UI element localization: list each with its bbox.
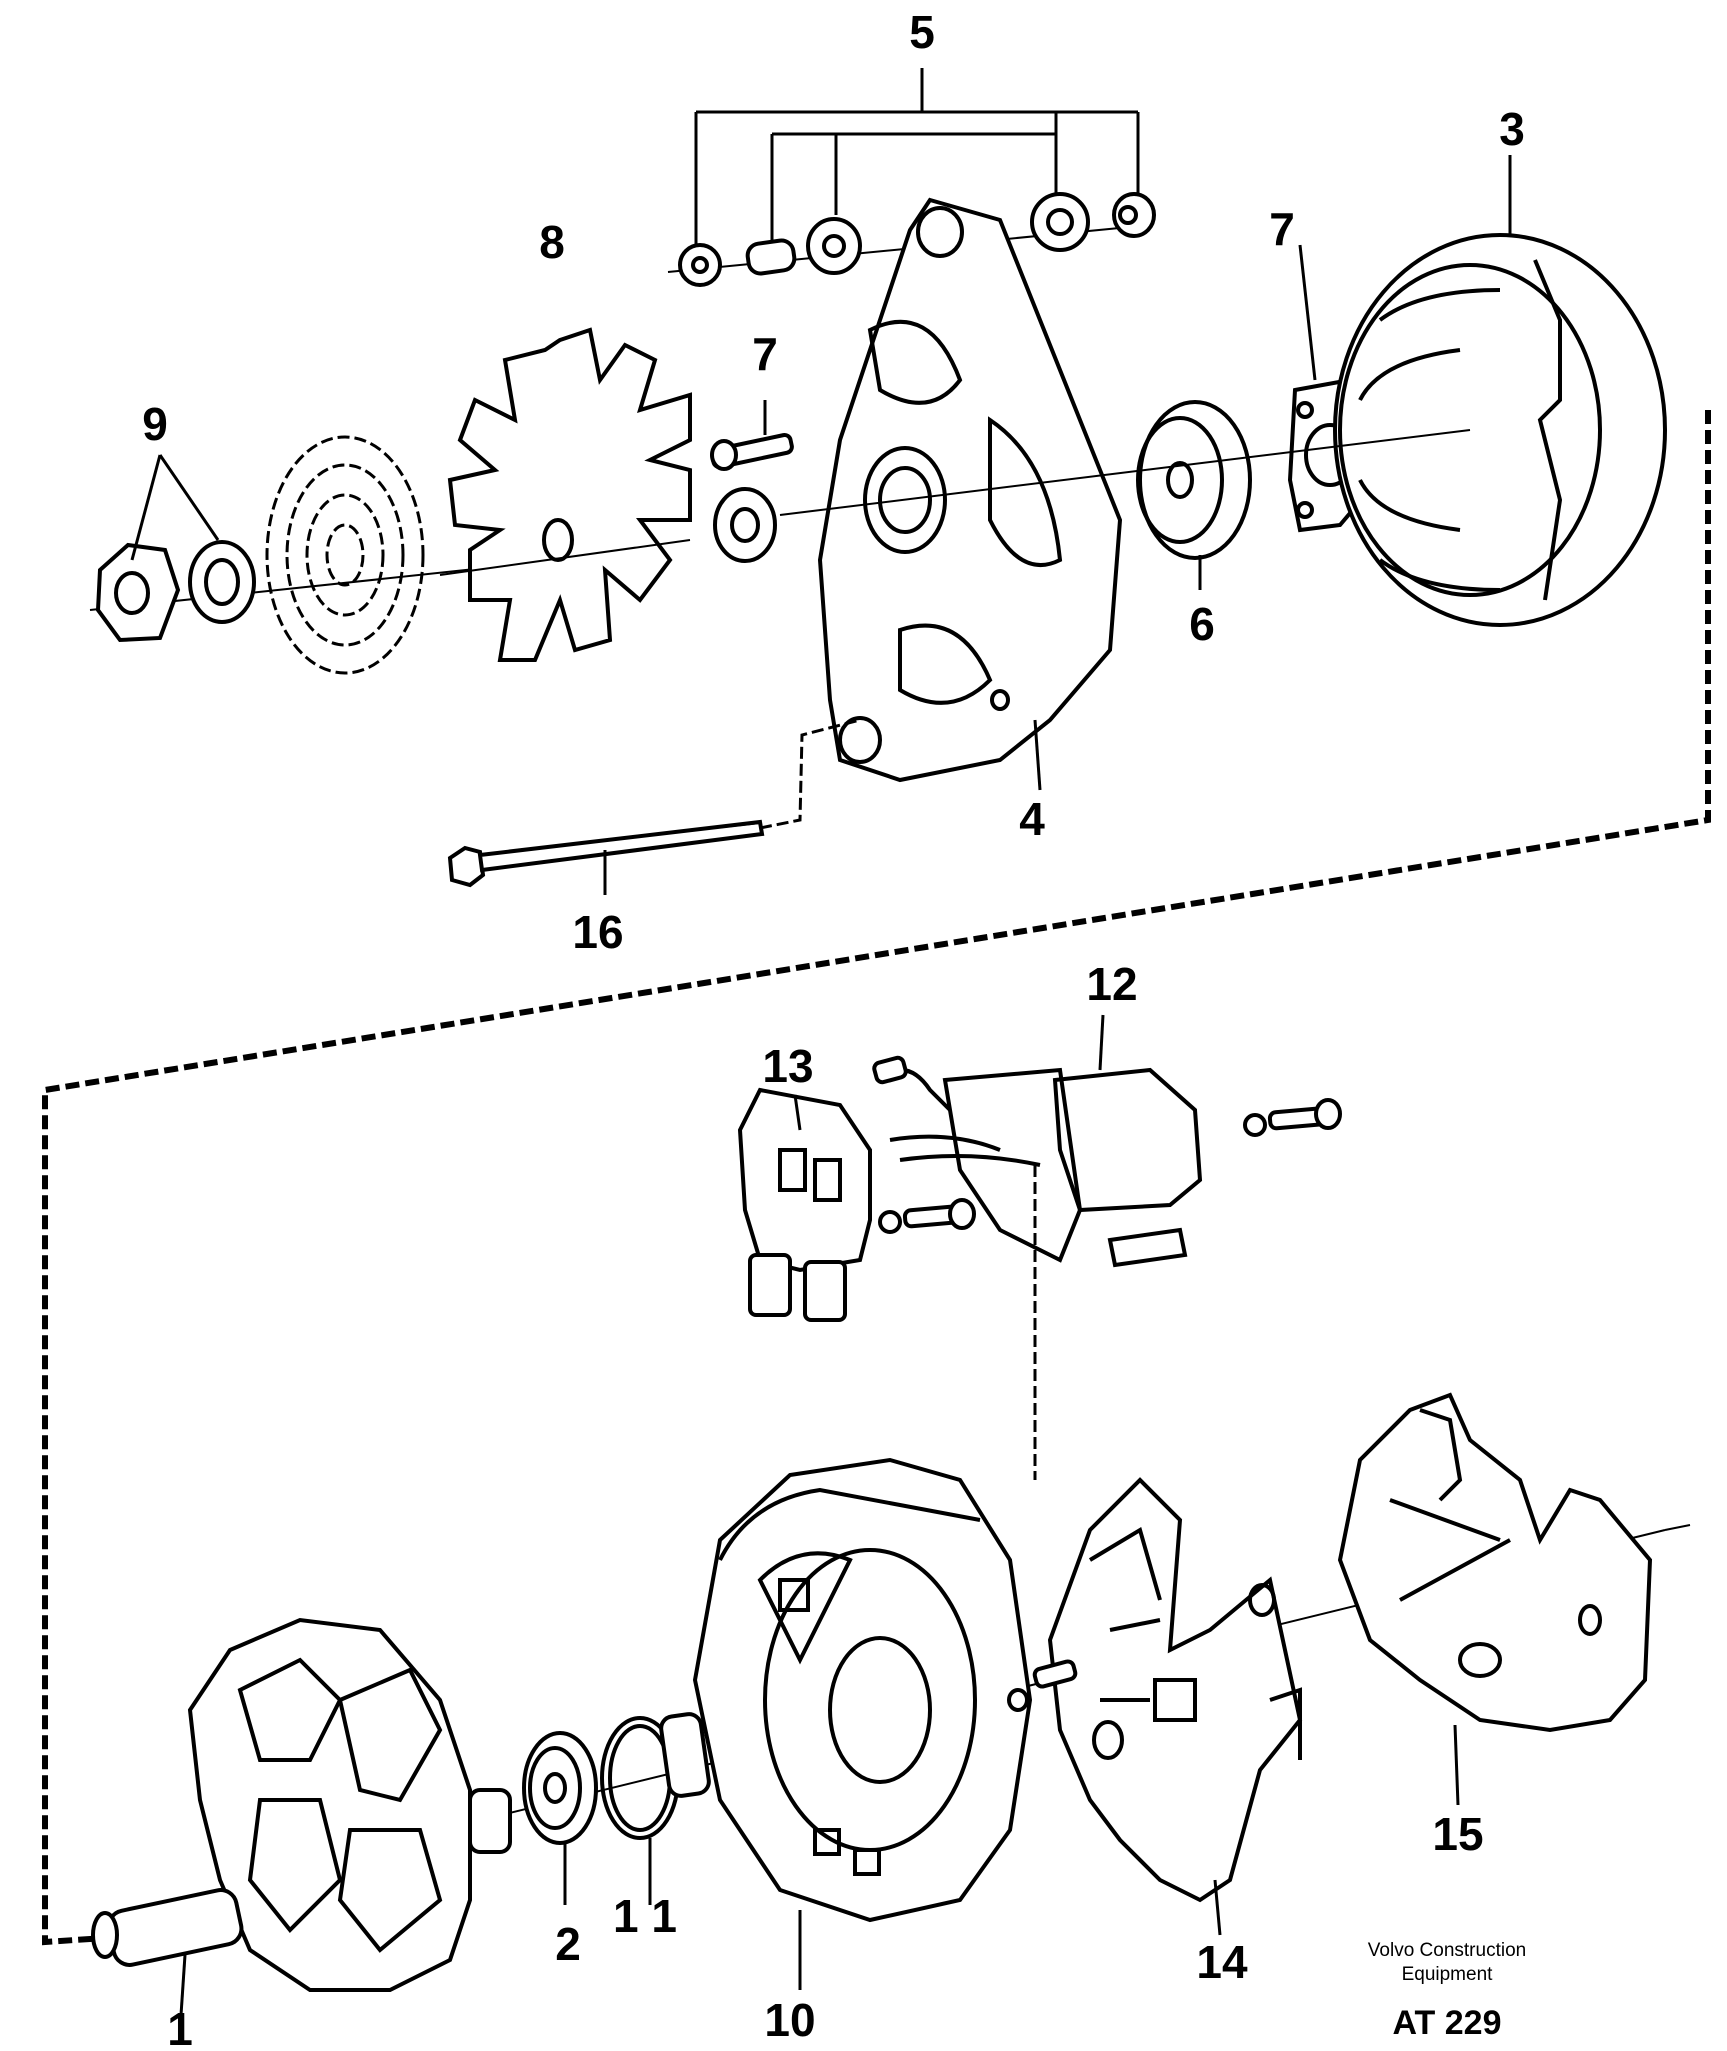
drive-end-bracket [817,197,1123,791]
callout-10: 10 [764,1994,815,2046]
company-name-line2: Equipment [1402,1964,1494,1985]
mounting-bushing-set [667,192,1156,287]
rectifier-bridge [1032,1477,1303,1936]
voltage-regulator [872,1014,1203,1480]
callout-3: 3 [1499,103,1525,155]
callout-11: 1 1 [613,1890,677,1942]
callout-7-upper-right: 7 [1269,203,1295,255]
rear-bearing [522,1731,598,1905]
callout-9: 9 [142,398,168,450]
through-bolt [447,718,861,895]
callout-7-upper-left: 7 [752,328,778,380]
callout-1: 1 [167,2003,193,2051]
spacer-ring [713,487,777,563]
slip-ring-end-bracket [692,1457,1033,1990]
callout-9-leaders [130,454,220,561]
front-bearing [1136,400,1252,590]
callout-5: 5 [909,6,935,58]
callout-6: 6 [1189,598,1215,650]
rear-cover [1337,1392,1691,1806]
callout-2: 2 [555,1918,581,1970]
stator [1333,155,1667,627]
brush-holder [737,1087,872,1322]
figure-code: AT 229 [1393,2004,1502,2042]
callout-13: 13 [762,1040,813,1092]
upper-axis [439,429,1471,576]
retaining-ring [600,1712,711,1905]
rotor [91,1617,512,2031]
pulley-outline [265,435,425,675]
callout-5-bracket [694,68,1140,255]
fan [447,327,692,662]
brush-holder-screw [878,1198,976,1234]
company-name-line1: Volvo Construction [1368,1940,1526,1961]
assembly-guide-line [42,410,1711,1946]
spring-washer [188,540,256,624]
fan-screw [710,400,794,471]
callout-14: 14 [1196,1936,1248,1988]
callout-4: 4 [1019,793,1045,845]
callout-15: 15 [1432,1808,1483,1860]
callout-16: 16 [572,906,623,958]
regulator-screw [1243,1098,1342,1137]
callout-8: 8 [539,216,565,268]
callout-12: 12 [1086,958,1137,1010]
